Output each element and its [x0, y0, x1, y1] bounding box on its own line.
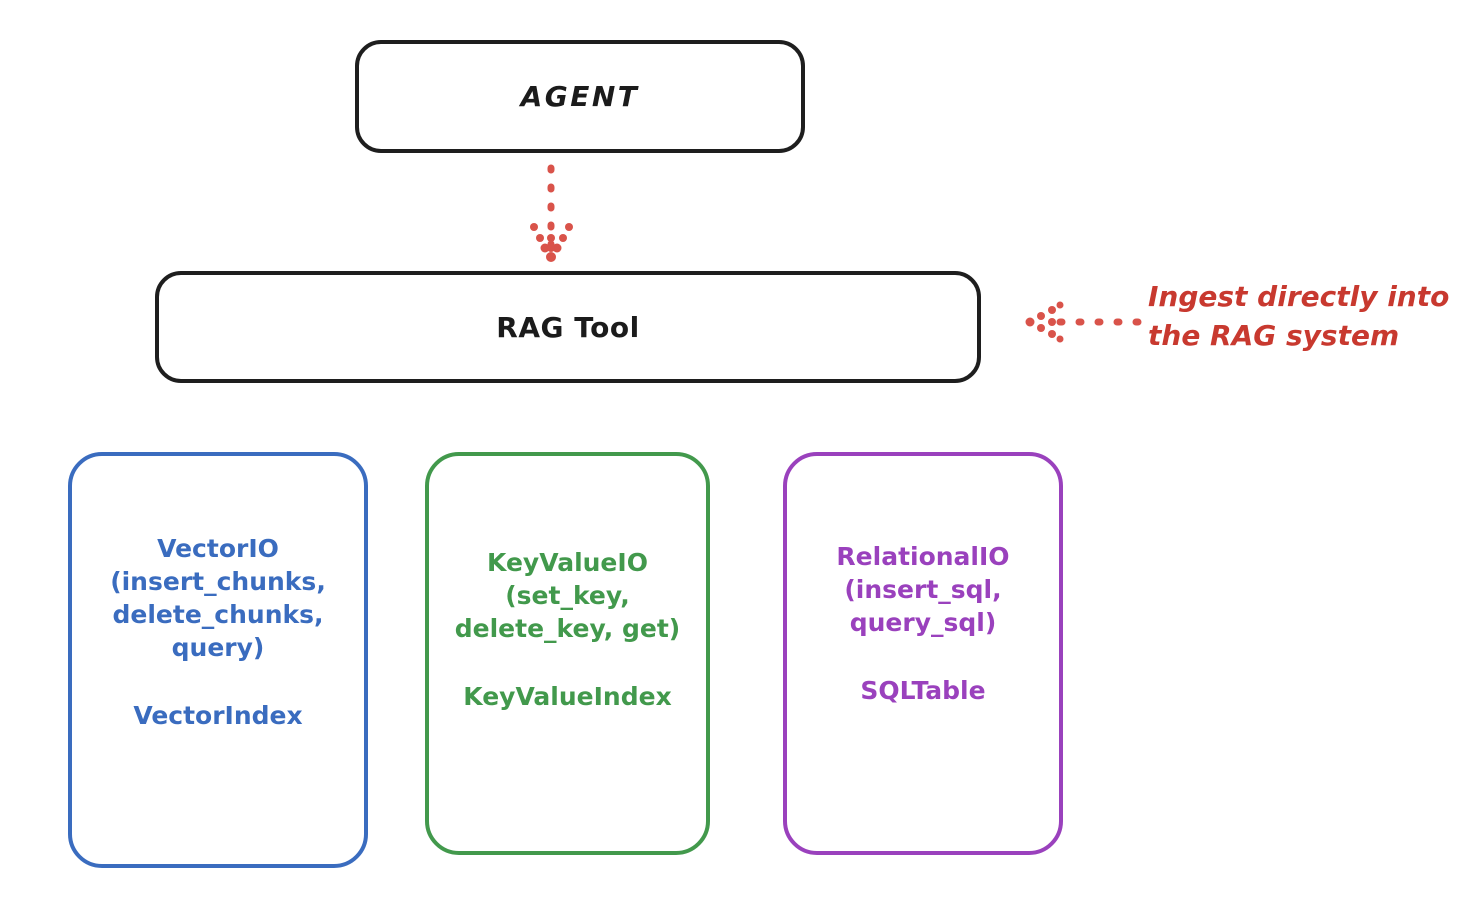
- node-agent-label: AGENT: [520, 80, 640, 113]
- annotation-ingest-directly: Ingest directly into the RAG system: [1148, 280, 1450, 352]
- node-vector-io-content: VectorIO (insert_chunks, delete_chunks, …: [110, 532, 326, 733]
- node-relational-io-index-label: SQLTable: [860, 675, 986, 705]
- node-rag-tool[interactable]: RAG Tool: [155, 271, 981, 383]
- node-relational-io-content: RelationalIO (insert_sql, query_sql) SQL…: [836, 540, 1009, 708]
- node-key-value-io-index-label: KeyValueIndex: [463, 681, 672, 711]
- node-relational-io-api-label: RelationalIO (insert_sql, query_sql): [836, 541, 1010, 637]
- node-key-value-io-content: KeyValueIO (set_key, delete_key, get) Ke…: [455, 546, 680, 714]
- node-vector-io-index-label: VectorIndex: [133, 700, 303, 730]
- connector-agent-to-rag-tool: [530, 164, 573, 262]
- node-vector-io[interactable]: VectorIO (insert_chunks, delete_chunks, …: [68, 452, 368, 868]
- node-vector-io-api-label: VectorIO (insert_chunks, delete_chunks, …: [110, 533, 326, 662]
- node-rag-tool-label: RAG Tool: [496, 310, 640, 344]
- node-relational-io[interactable]: RelationalIO (insert_sql, query_sql) SQL…: [783, 452, 1063, 855]
- node-key-value-io[interactable]: KeyValueIO (set_key, delete_key, get) Ke…: [425, 452, 710, 855]
- node-key-value-io-api-label: KeyValueIO (set_key, delete_key, get): [454, 547, 681, 643]
- node-agent[interactable]: AGENT: [355, 40, 805, 153]
- connector-ingest-to-rag-tool: [1025, 301, 1144, 343]
